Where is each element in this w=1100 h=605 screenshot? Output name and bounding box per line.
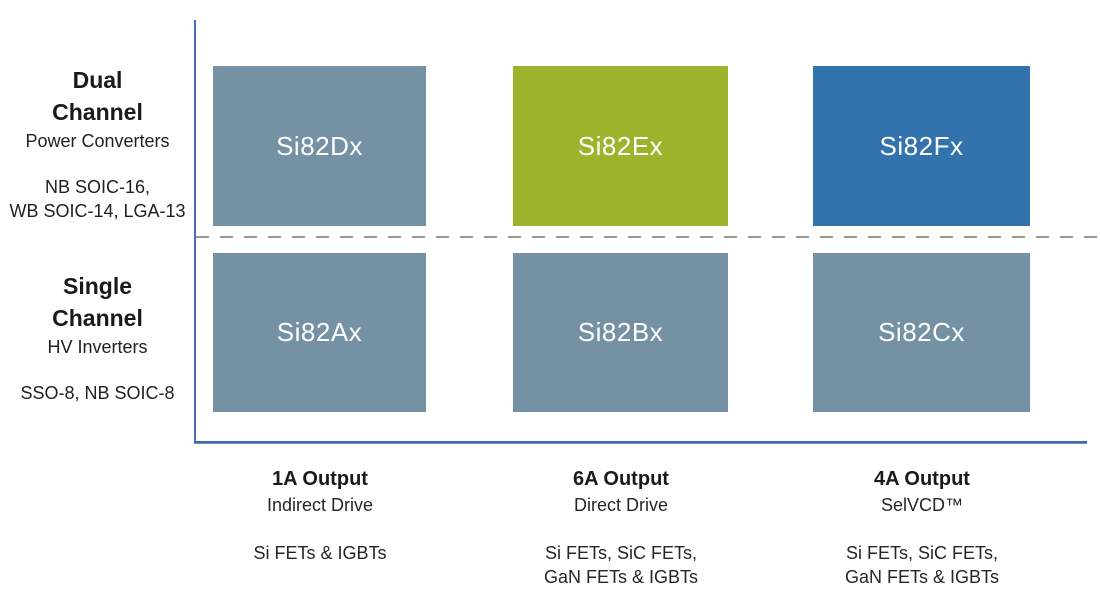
y-axis-line xyxy=(194,20,196,444)
devices-line: GaN FETs & IGBTs xyxy=(844,567,1000,587)
column-subtitle: Indirect Drive xyxy=(266,495,374,515)
product-box-si82ex: Si82Ex xyxy=(513,66,728,226)
row-label-single-channel: Single Channel HV Inverters SSO-8, NB SO… xyxy=(5,270,190,405)
row-subtitle: Power Converters xyxy=(25,131,170,151)
product-box-si82cx: Si82Cx xyxy=(813,253,1030,412)
devices-line: Si FETs, SiC FETs, xyxy=(845,543,998,563)
column-title: 6A Output xyxy=(573,468,669,490)
package-line: NB SOIC-16, xyxy=(44,177,151,197)
product-box-si82dx: Si82Dx xyxy=(213,66,426,226)
column-label-6a-output: 6A Output Direct Drive Si FETs, SiC FETs… xyxy=(491,466,751,589)
column-devices: Si FETs, SiC FETs, GaN FETs & IGBTs xyxy=(792,541,1052,589)
column-subtitle: SelVCD™ xyxy=(880,495,964,515)
row-divider-dashed-line xyxy=(196,236,1098,238)
row-title-line: Dual xyxy=(72,67,123,93)
package-line: WB SOIC-14, LGA-13 xyxy=(9,201,186,221)
column-label-4a-output: 4A Output SelVCD™ Si FETs, SiC FETs, GaN… xyxy=(792,466,1052,589)
column-label-1a-output: 1A Output Indirect Drive Si FETs & IGBTs xyxy=(190,466,450,565)
row-title-line: Channel xyxy=(52,305,143,331)
column-subtitle: Direct Drive xyxy=(573,495,668,515)
row-subtitle: HV Inverters xyxy=(47,337,148,357)
column-devices: Si FETs & IGBTs xyxy=(190,541,450,565)
row-title-line: Channel xyxy=(52,99,143,125)
row-title-line: Single xyxy=(62,273,132,299)
devices-line: GaN FETs & IGBTs xyxy=(543,567,699,587)
devices-line: Si FETs & IGBTs xyxy=(253,543,387,563)
row-packages: SSO-8, NB SOIC-8 xyxy=(5,381,190,405)
product-box-si82ax: Si82Ax xyxy=(213,253,426,412)
devices-line: Si FETs, SiC FETs, xyxy=(544,543,697,563)
row-label-dual-channel: Dual Channel Power Converters NB SOIC-16… xyxy=(5,64,190,223)
x-axis-line xyxy=(194,441,1087,444)
column-devices: Si FETs, SiC FETs, GaN FETs & IGBTs xyxy=(491,541,751,589)
package-line: SSO-8, NB SOIC-8 xyxy=(20,383,175,403)
product-box-si82bx: Si82Bx xyxy=(513,253,728,412)
column-title: 4A Output xyxy=(874,468,970,490)
column-title: 1A Output xyxy=(272,468,368,490)
row-packages: NB SOIC-16, WB SOIC-14, LGA-13 xyxy=(5,175,190,223)
product-box-si82fx: Si82Fx xyxy=(813,66,1030,226)
